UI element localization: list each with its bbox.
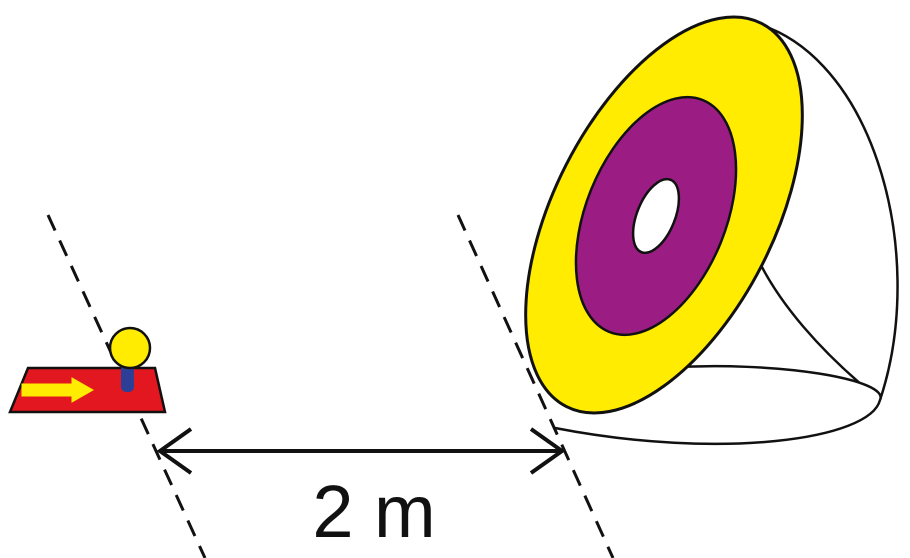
launch-dashed-line <box>46 214 207 558</box>
target-dashed-line <box>456 214 615 558</box>
distance-measurement: 2 m <box>156 427 566 553</box>
ball-icon <box>108 326 152 370</box>
launch-pad <box>8 326 167 414</box>
measurement-arrowhead-left <box>156 427 193 475</box>
target-cone-body <box>739 18 899 401</box>
arrow-icon <box>21 377 95 403</box>
measurement-arrowhead-right <box>529 427 566 475</box>
distance-label: 2 m <box>312 470 435 553</box>
target-center-hole <box>631 177 681 255</box>
ring-target <box>524 15 899 446</box>
